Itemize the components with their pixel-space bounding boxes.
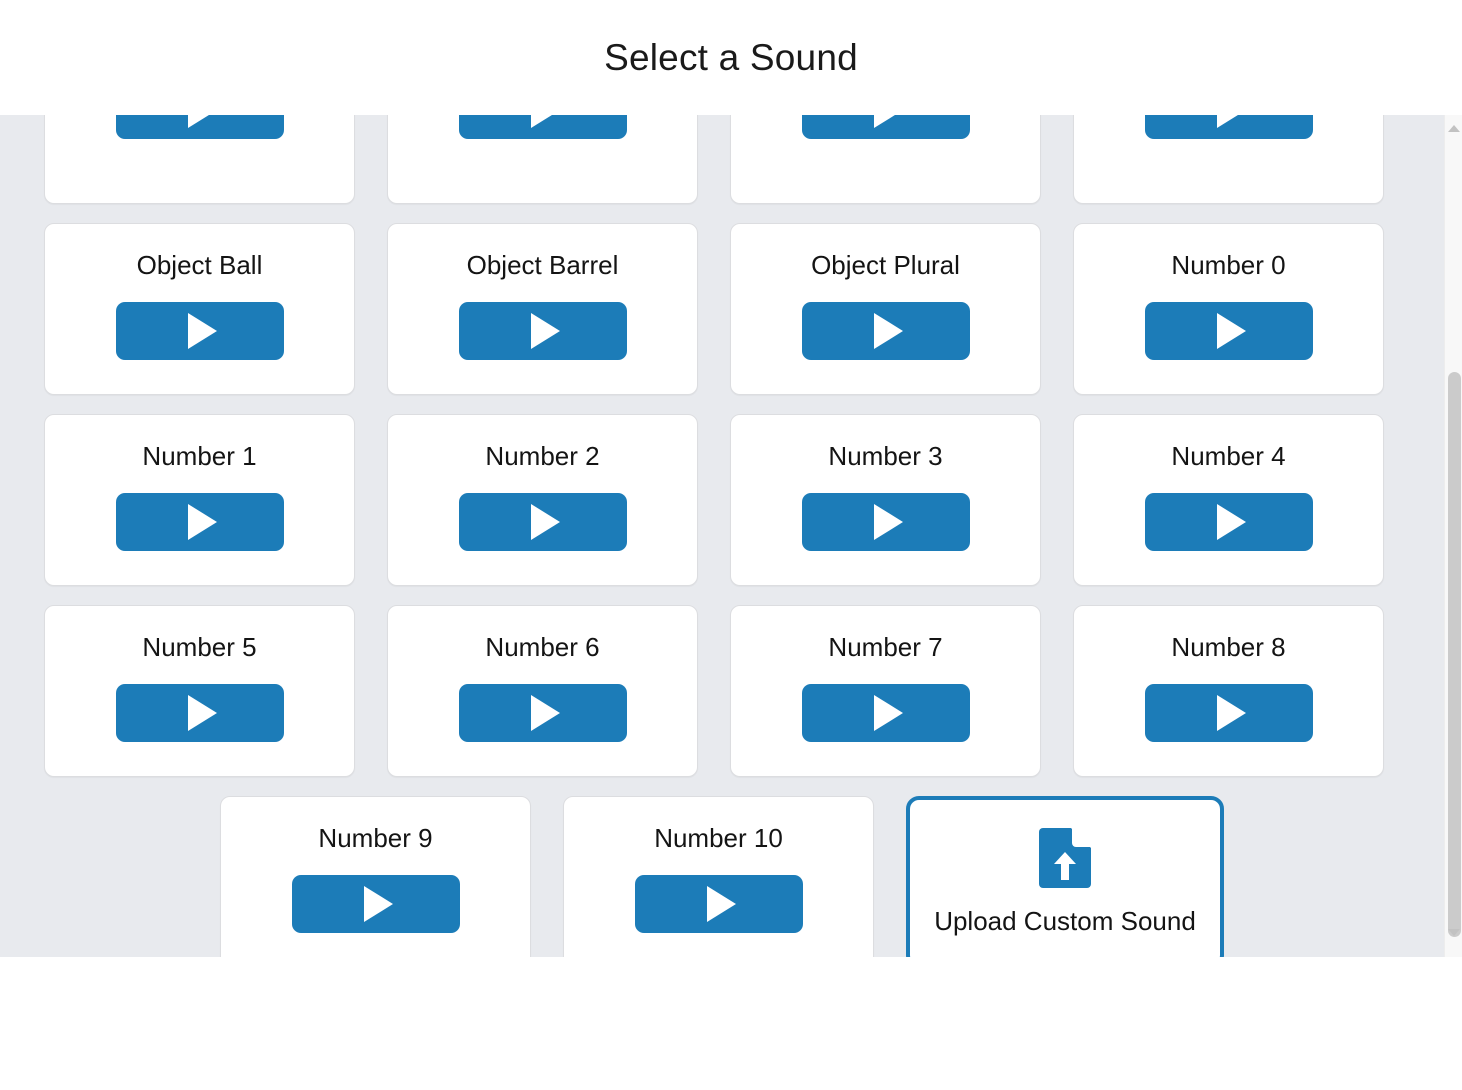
play-icon [363, 886, 393, 922]
scroll-up-button[interactable] [1445, 119, 1462, 137]
play-button[interactable] [115, 684, 284, 742]
upload-custom-sound-label: Upload Custom Sound [934, 905, 1196, 936]
sound-card-number-8[interactable]: Number 8 [1073, 605, 1384, 777]
sound-card-number-5[interactable]: Number 5 [44, 605, 355, 777]
play-button[interactable] [115, 493, 284, 551]
chevron-up-icon [1448, 124, 1460, 132]
play-button[interactable] [801, 302, 970, 360]
sound-row [44, 115, 1400, 204]
play-icon [187, 695, 217, 731]
sound-card[interactable] [1073, 115, 1384, 204]
play-button[interactable] [458, 302, 627, 360]
sound-card-object-ball[interactable]: Object Ball [44, 223, 355, 395]
play-icon [873, 313, 903, 349]
sound-card-label: Object Ball [136, 250, 263, 280]
chevron-down-icon [1448, 928, 1460, 936]
sound-card-label: Object Barrel [466, 250, 619, 280]
play-icon [1216, 695, 1246, 731]
sound-card[interactable] [730, 115, 1041, 204]
play-button[interactable] [1144, 115, 1313, 139]
sound-row: Number 9 Number 10 Upload Cu [44, 796, 1400, 957]
play-button[interactable] [801, 115, 970, 139]
sound-card-number-4[interactable]: Number 4 [1073, 414, 1384, 586]
play-button[interactable] [458, 684, 627, 742]
play-icon [187, 313, 217, 349]
sound-card-object-plural[interactable]: Object Plural [730, 223, 1041, 395]
sound-card-number-1[interactable]: Number 1 [44, 414, 355, 586]
upload-custom-sound-card[interactable]: Upload Custom Sound [906, 796, 1224, 957]
sound-card-label: Number 10 [654, 823, 783, 853]
play-icon [187, 115, 217, 128]
play-icon [1216, 313, 1246, 349]
sound-row: Number 5 Number 6 Number 7 Number 8 [44, 605, 1400, 777]
play-button[interactable] [115, 302, 284, 360]
play-icon [530, 695, 560, 731]
play-button[interactable] [801, 684, 970, 742]
vertical-scrollbar[interactable] [1444, 115, 1462, 957]
sound-row: Object Ball Object Barrel Object Plural … [44, 223, 1400, 395]
play-button[interactable] [1144, 302, 1313, 360]
sound-card-label: Number 7 [828, 632, 943, 662]
play-icon [187, 504, 217, 540]
play-button[interactable] [634, 875, 803, 933]
dialog-footer: Cancel Select File [0, 957, 1462, 1090]
play-icon [873, 115, 903, 128]
sound-card-number-0[interactable]: Number 0 [1073, 223, 1384, 395]
sound-card-label: Number 2 [485, 441, 600, 471]
play-button[interactable] [801, 493, 970, 551]
play-icon [706, 886, 736, 922]
sound-card-label: Object Plural [811, 250, 960, 280]
play-icon [873, 695, 903, 731]
play-icon [530, 504, 560, 540]
sound-card-label: Number 9 [318, 823, 433, 853]
play-button[interactable] [291, 875, 460, 933]
sound-card-number-6[interactable]: Number 6 [387, 605, 698, 777]
page-title: Select a Sound [0, 0, 1462, 115]
play-button[interactable] [1144, 684, 1313, 742]
sound-list-scroll-area[interactable]: Object Ball Object Barrel Object Plural … [0, 115, 1462, 957]
sound-card-label: Number 1 [142, 441, 257, 471]
sound-card-label: Number 3 [828, 441, 943, 471]
sound-card-label: Number 6 [485, 632, 600, 662]
sound-card-label: Number 4 [1171, 441, 1286, 471]
sound-card-number-2[interactable]: Number 2 [387, 414, 698, 586]
sound-card[interactable] [387, 115, 698, 204]
play-icon [873, 504, 903, 540]
sound-row: Number 1 Number 2 Number 3 Number 4 [44, 414, 1400, 586]
play-icon [1216, 115, 1246, 128]
sound-card-number-9[interactable]: Number 9 [220, 796, 531, 957]
sound-card-object-barrel[interactable]: Object Barrel [387, 223, 698, 395]
play-button[interactable] [458, 115, 627, 139]
play-button[interactable] [1144, 493, 1313, 551]
play-button[interactable] [458, 493, 627, 551]
sound-card-label: Number 8 [1171, 632, 1286, 662]
sound-card-number-10[interactable]: Number 10 [563, 796, 874, 957]
sound-card[interactable] [44, 115, 355, 204]
scrollbar-thumb[interactable] [1448, 372, 1461, 937]
scroll-down-button[interactable] [1445, 923, 1462, 941]
sound-card-label: Number 0 [1171, 250, 1286, 280]
play-button[interactable] [115, 115, 284, 139]
play-icon [530, 313, 560, 349]
sound-card-number-7[interactable]: Number 7 [730, 605, 1041, 777]
sound-card-label: Number 5 [142, 632, 257, 662]
sound-grid: Object Ball Object Barrel Object Plural … [0, 115, 1444, 957]
play-icon [530, 115, 560, 128]
sound-card-number-3[interactable]: Number 3 [730, 414, 1041, 586]
play-icon [1216, 504, 1246, 540]
file-upload-icon [1039, 827, 1091, 893]
